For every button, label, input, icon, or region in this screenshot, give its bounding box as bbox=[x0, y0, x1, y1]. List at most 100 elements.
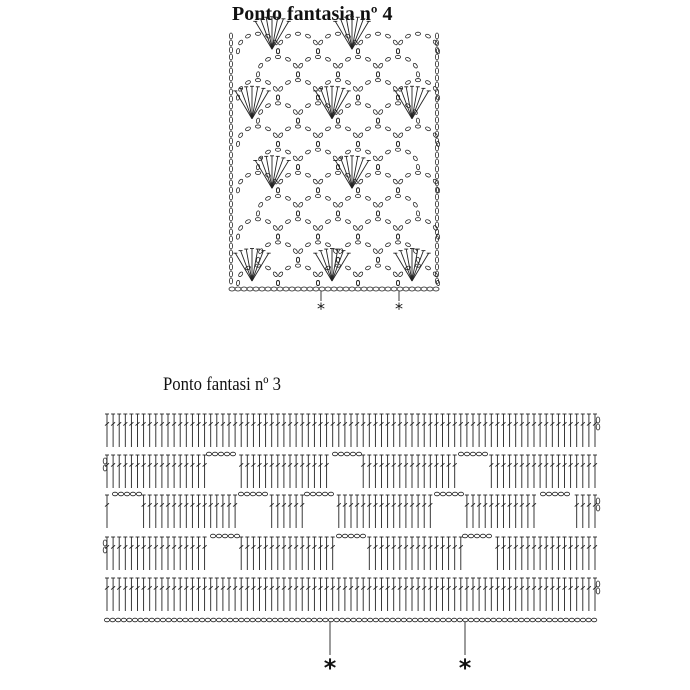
chain-stitch-symbol bbox=[434, 186, 439, 194]
treble-stitch-tick bbox=[519, 544, 525, 549]
treble-stitch-tick bbox=[464, 502, 470, 507]
chain-stitch-symbol bbox=[228, 186, 233, 194]
fan-treble-symbol bbox=[334, 21, 353, 50]
chain-stitch-symbol bbox=[275, 48, 281, 55]
chain-stitch-symbol bbox=[131, 617, 138, 623]
chain-stitch-symbol bbox=[315, 233, 321, 240]
chain-stitch-symbol bbox=[396, 286, 404, 292]
chain-stitch-symbol bbox=[425, 172, 431, 178]
chain-stitch-symbol bbox=[378, 617, 385, 623]
treble-stitch-tick bbox=[251, 421, 256, 426]
treble-stitch-tick bbox=[415, 502, 421, 507]
treble-stitch-tick bbox=[446, 462, 451, 467]
treble-stitch-tick bbox=[537, 462, 543, 467]
chain-stitch-symbol bbox=[265, 149, 271, 155]
treble-stitch-tick bbox=[367, 421, 372, 426]
fan-treble-symbol bbox=[251, 250, 264, 282]
chain-stitch-symbol bbox=[255, 117, 261, 124]
chain-stitch-symbol bbox=[240, 286, 248, 292]
treble-stitch-tick bbox=[312, 544, 317, 549]
fan-treble-symbol bbox=[411, 86, 419, 119]
treble-stitch-tick bbox=[415, 585, 421, 590]
chain-stitch-symbol bbox=[334, 217, 341, 222]
chain-stitch-symbol bbox=[258, 286, 266, 292]
chain-stitch-symbol bbox=[143, 617, 150, 623]
chain-stitch-symbol bbox=[265, 242, 271, 248]
treble-stitch-tick bbox=[287, 462, 293, 467]
treble-stitch-tick bbox=[476, 585, 482, 590]
treble-stitch-tick bbox=[385, 544, 390, 549]
treble-stitch-tick bbox=[354, 502, 360, 507]
treble-stitch-tick bbox=[446, 421, 451, 426]
chain-stitch-symbol bbox=[434, 165, 439, 173]
treble-stitch-tick bbox=[556, 544, 561, 549]
fan-treble-symbol bbox=[331, 250, 344, 282]
treble-stitch-tick bbox=[141, 585, 146, 590]
treble-stitch-tick bbox=[495, 421, 500, 426]
treble-stitch-tick bbox=[367, 502, 372, 507]
chain-stitch-symbol bbox=[249, 491, 256, 497]
chain-stitch-symbol bbox=[282, 286, 290, 292]
treble-stitch-tick bbox=[123, 585, 128, 590]
treble-stitch-tick bbox=[159, 585, 165, 590]
treble-stitch-tick bbox=[482, 502, 488, 507]
treble-stitch-tick bbox=[153, 502, 159, 507]
chain-stitch-symbol bbox=[432, 39, 438, 46]
chain-stitch-symbol bbox=[295, 256, 301, 263]
treble-stitch-tick bbox=[373, 544, 378, 549]
fan-treble-symbol bbox=[351, 21, 370, 50]
chain-stitch-symbol bbox=[229, 451, 236, 457]
chain-stitch-symbol bbox=[417, 617, 424, 623]
chain-stitch-symbol bbox=[405, 57, 411, 62]
treble-stitch-tick bbox=[123, 544, 128, 549]
chain-stitch-symbol bbox=[274, 194, 281, 199]
chain-stitch-symbol bbox=[365, 33, 371, 39]
treble-stitch-tick bbox=[147, 462, 152, 467]
treble-stitch-tick bbox=[299, 502, 305, 507]
chain-stitch-symbol bbox=[298, 62, 304, 69]
treble-stitch-tick bbox=[403, 544, 409, 549]
chain-stitch-symbol bbox=[228, 193, 233, 201]
chain-stitch-symbol bbox=[238, 271, 244, 278]
chain-stitch-symbol bbox=[294, 31, 301, 36]
chain-stitch-symbol bbox=[355, 233, 361, 240]
chain-stitch-symbol bbox=[392, 271, 398, 278]
treble-stitch-tick bbox=[458, 585, 464, 590]
treble-stitch-tick bbox=[257, 421, 262, 426]
treble-stitch-tick bbox=[568, 421, 573, 426]
chain-stitch-symbol bbox=[341, 533, 348, 539]
fan-treble-symbol bbox=[271, 21, 290, 50]
chain-stitch-symbol bbox=[473, 617, 480, 623]
treble-stitch-tick bbox=[397, 544, 403, 549]
chain-stitch-symbol bbox=[425, 126, 431, 132]
treble-stitch-tick bbox=[190, 585, 195, 590]
treble-stitch-tick bbox=[495, 544, 500, 549]
chain-stitch-symbol bbox=[434, 179, 439, 187]
chain-stitch-symbol bbox=[374, 217, 381, 222]
treble-stitch-tick bbox=[501, 544, 506, 549]
chain-stitch-symbol bbox=[102, 539, 108, 547]
treble-stitch-tick bbox=[452, 544, 457, 549]
chain-stitch-symbol bbox=[266, 617, 273, 623]
treble-stitch-tick bbox=[495, 502, 500, 507]
treble-stitch-tick bbox=[470, 421, 476, 426]
chain-stitch-symbol bbox=[345, 103, 351, 108]
treble-stitch-tick bbox=[263, 421, 268, 426]
treble-stitch-tick bbox=[196, 544, 201, 549]
pattern-3-repeat-marker-left: * bbox=[324, 654, 337, 682]
treble-stitch-tick bbox=[116, 585, 122, 590]
chain-stitch-symbol bbox=[288, 286, 296, 292]
chain-stitch-symbol bbox=[385, 33, 391, 39]
treble-stitch-tick bbox=[147, 502, 152, 507]
treble-stitch-tick bbox=[592, 544, 598, 549]
chain-stitch-symbol bbox=[434, 67, 439, 75]
treble-stitch-tick bbox=[562, 585, 567, 590]
chain-stitch-symbol bbox=[595, 416, 601, 424]
treble-stitch-tick bbox=[379, 544, 384, 549]
treble-stitch-tick bbox=[251, 585, 256, 590]
treble-stitch-tick bbox=[275, 421, 281, 426]
chain-stitch-symbol bbox=[221, 533, 228, 539]
chain-stitch-symbol bbox=[245, 172, 251, 178]
treble-stitch-tick bbox=[391, 544, 396, 549]
chain-stitch-symbol bbox=[360, 286, 368, 292]
